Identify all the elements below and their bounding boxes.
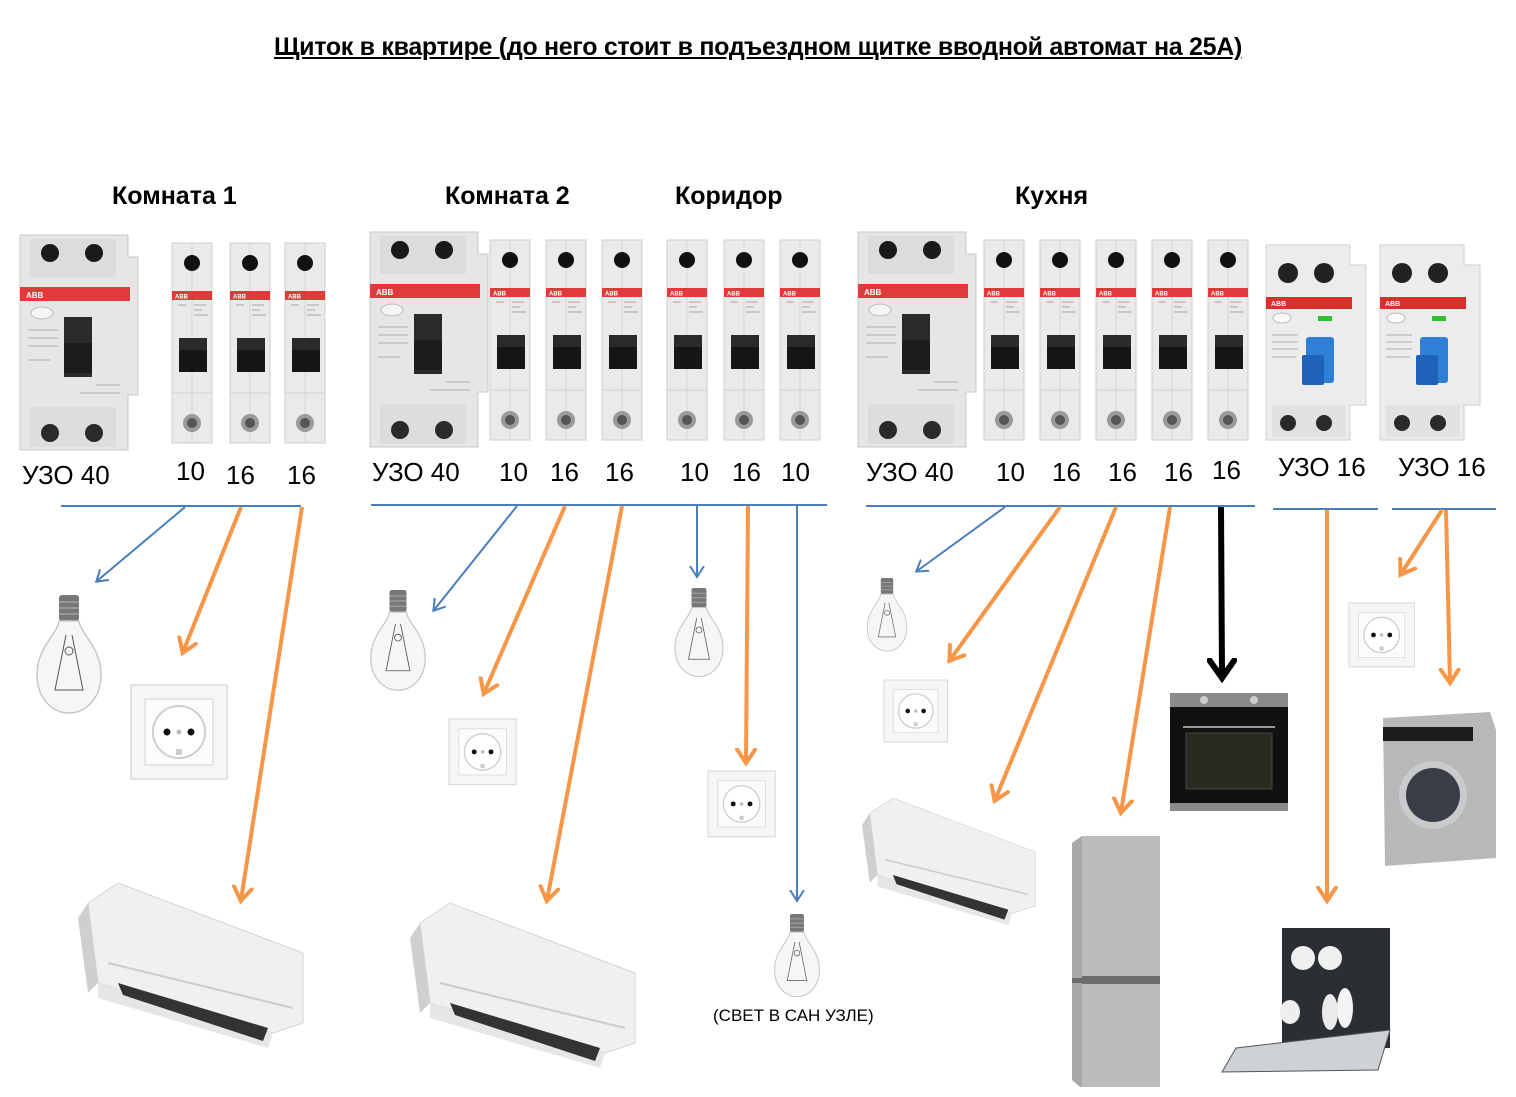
rating-corridor-b1: 10 [680, 457, 709, 487]
circuit-breaker-icon [779, 239, 821, 441]
brand-label: ABB [987, 292, 1001, 298]
brand-label: ABB [670, 292, 684, 298]
wire-washer [1446, 509, 1450, 682]
rating-rcd-dishwasher: УЗО 16 [1278, 452, 1366, 482]
group-label-corridor: Коридор [675, 182, 783, 210]
group-label-kitchen: Кухня [1015, 182, 1089, 210]
air-conditioner-icon [77, 882, 304, 1049]
circuit-breaker-icon [284, 242, 326, 444]
rcd-icon [369, 231, 489, 448]
circuit-breaker-icon [229, 242, 271, 444]
circuit-breaker-icon [489, 239, 531, 441]
rcd-icon [1265, 244, 1367, 441]
rating-room2-b2: 16 [550, 457, 579, 487]
wire-room1-light [97, 506, 186, 581]
light-bulb-icon [774, 913, 820, 998]
circuit-breaker-icon [1095, 239, 1137, 441]
wire-room2-ac [547, 505, 624, 900]
rcd-icon [1379, 244, 1481, 441]
rating-kitchen-b3: 16 [1108, 457, 1137, 487]
wire-washer-socket [1401, 508, 1444, 574]
wire-corridor-socket [746, 505, 748, 762]
circuit-breaker-icon [723, 239, 765, 441]
wire-kitchen-fridge [1121, 506, 1172, 812]
rating-room1-b1: 10 [176, 456, 205, 486]
circuit-breaker-icon [601, 239, 643, 441]
circuit-breaker-icon [1151, 239, 1193, 441]
wire-room1-ac [241, 506, 304, 900]
brand-label: ABB [1271, 301, 1286, 308]
group-label-room1: Комната 1 [112, 182, 237, 210]
wire-room2-light [434, 505, 518, 610]
brand-label: ABB [605, 292, 619, 298]
wire-kitchen-ac [995, 506, 1118, 800]
socket-icon [448, 718, 517, 786]
rating-corridor-b2: 16 [732, 457, 761, 487]
circuit-breaker-icon [1039, 239, 1081, 441]
wire-room1-socket [183, 506, 243, 652]
rating-room1-b3: 16 [287, 460, 316, 490]
rating-corridor-b3: 10 [781, 457, 810, 487]
circuit-breaker-icon [545, 239, 587, 441]
washing-machine-icon [1383, 712, 1496, 866]
oven-icon [1170, 693, 1288, 811]
rating-room2-b1: 10 [499, 457, 528, 487]
rating-room2-b3: 16 [605, 457, 634, 487]
brand-label: ABB [376, 288, 394, 297]
brand-label: ABB [549, 292, 563, 298]
brand-label: ABB [1385, 301, 1400, 308]
wire-room2-socket [484, 505, 567, 693]
rating-room2-rcd: УЗО 40 [372, 457, 460, 487]
brand-label: ABB [1099, 292, 1113, 298]
light-bulb-icon [866, 577, 908, 652]
light-bulb-icon [36, 594, 102, 714]
circuit-breaker-icon [983, 239, 1025, 441]
rcd-icon [857, 231, 977, 448]
rating-kitchen-b2: 16 [1052, 457, 1081, 487]
brand-label: ABB [233, 295, 247, 301]
wire-kitchen-socket [950, 505, 1062, 660]
brand-label: ABB [1211, 292, 1225, 298]
brand-label: ABB [1155, 292, 1169, 298]
air-conditioner-icon [409, 902, 636, 1069]
brand-label: ABB [175, 295, 189, 301]
fridge-icon [1072, 836, 1160, 1087]
light-bulb-icon [370, 589, 426, 691]
socket-icon [130, 684, 228, 780]
brand-label: ABB [493, 292, 507, 298]
light-bulb-icon [674, 587, 724, 678]
wire-kitchen-light [917, 506, 1006, 571]
rating-room1-b2: 16 [226, 460, 255, 490]
rating-rcd-washer: УЗО 16 [1398, 452, 1486, 482]
brand-label: ABB [288, 295, 302, 301]
brand-label: ABB [727, 292, 741, 298]
air-conditioner-icon [861, 797, 1037, 926]
rating-kitchen-b5: 16 [1212, 455, 1241, 485]
rating-room1-rcd: УЗО 40 [22, 460, 110, 490]
circuit-breaker-icon [1207, 239, 1249, 441]
group-label-room2: Комната 2 [445, 182, 570, 210]
dishwasher-icon [1221, 928, 1391, 1073]
brand-label: ABB [783, 292, 797, 298]
bathroom-light-note: (СВЕТ В САН УЗЛЕ) [713, 1006, 874, 1025]
rcd-icon [19, 234, 139, 451]
circuit-breaker-icon [171, 242, 213, 444]
rating-kitchen-rcd: УЗО 40 [866, 457, 954, 487]
wire-kitchen-oven [1221, 506, 1222, 676]
brand-label: ABB [26, 291, 44, 300]
brand-label: ABB [864, 288, 882, 297]
rating-kitchen-b1: 10 [996, 457, 1025, 487]
socket-icon [883, 679, 949, 743]
socket-icon [1348, 602, 1415, 668]
page-title: Щиток в квартире (до него стоит в подъез… [273, 33, 1243, 61]
brand-label: ABB [1043, 292, 1057, 298]
rating-kitchen-b4: 16 [1164, 457, 1193, 487]
circuit-breaker-icon [666, 239, 708, 441]
socket-icon [707, 770, 776, 838]
